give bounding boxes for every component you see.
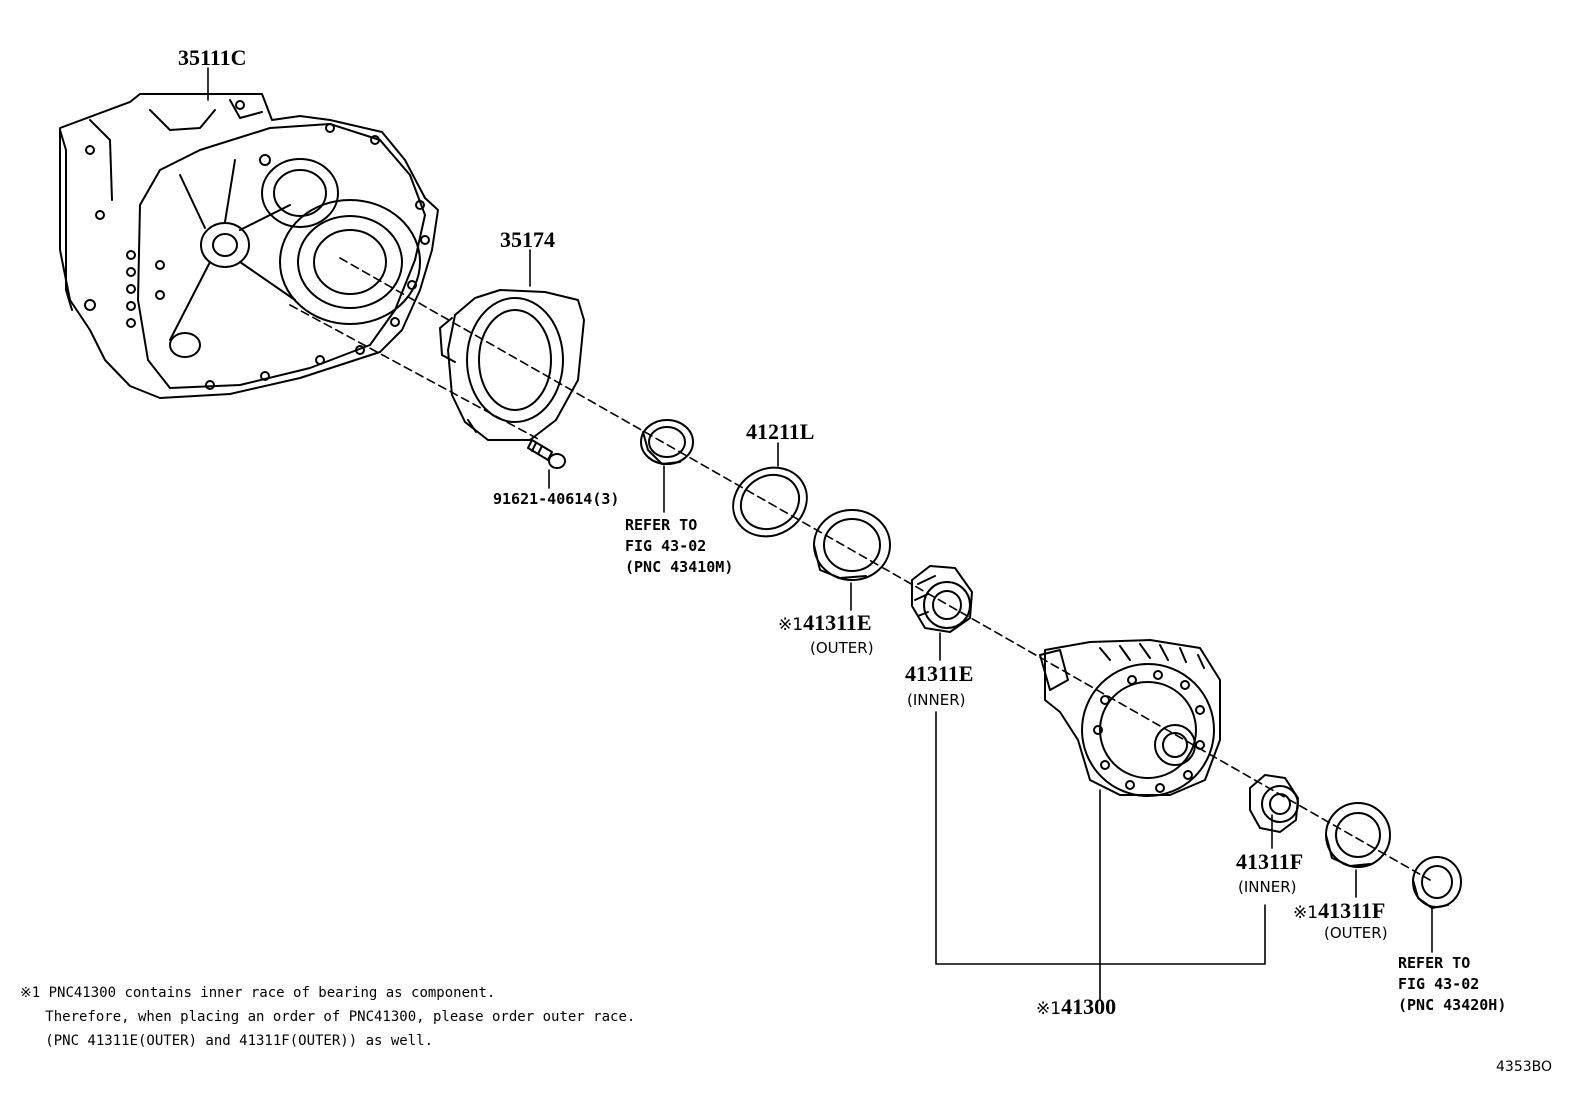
label-outer-race-f-sub: (OUTER) <box>1324 924 1388 942</box>
inner-race-e-icon <box>911 565 973 633</box>
footnote-line-3: (PNC 41311E(OUTER) and 41311F(OUTER)) as… <box>20 1033 434 1049</box>
transaxle-case-icon <box>59 93 439 399</box>
retainer-icon <box>439 289 585 441</box>
label-case: 35111C <box>178 45 247 70</box>
bolt-icon <box>527 439 566 469</box>
marker: ※1 <box>1036 999 1062 1019</box>
leader-lines <box>207 67 1433 1001</box>
oil-seal-left-icon <box>640 419 694 465</box>
marker: ※1 <box>1293 903 1319 923</box>
footnote-line-1: ※1 PNC41300 contains inner race of beari… <box>20 985 496 1001</box>
shim-icon <box>732 466 808 538</box>
label-retainer: 35174 <box>500 227 555 252</box>
ref-seal-right: REFER TO FIG 43-02 (PNC 43420H) <box>1398 954 1507 1014</box>
outer-race-f-icon <box>1325 802 1391 868</box>
oil-seal-right-icon <box>1412 856 1462 909</box>
inner-race-f-icon <box>1249 774 1299 833</box>
outer-race-e-icon <box>813 509 891 581</box>
footnote: ※1 PNC41300 contains inner race of beari… <box>20 981 635 1053</box>
ref-seal-left: REFER TO FIG 43-02 (PNC 43410M) <box>625 516 734 576</box>
label-inner-race-f: 41311F <box>1236 849 1304 874</box>
label-differential: ※141300 <box>1036 994 1117 1019</box>
label-shim: 41211L <box>746 419 815 444</box>
differential-icon <box>1039 639 1221 797</box>
marker: ※1 <box>778 615 804 635</box>
label-inner-race-e: 41311E <box>905 661 974 686</box>
label-outer-race-e: ※141311E <box>778 610 872 635</box>
label-outer-race-e-sub: (OUTER) <box>810 639 874 657</box>
label-bolt: 91621-40614(3) <box>493 490 620 508</box>
label-outer-race-f: ※141311F <box>1293 898 1386 923</box>
label-inner-race-f-sub: (INNER) <box>1238 878 1297 896</box>
label-inner-race-e-sub: (INNER) <box>907 691 966 709</box>
footnote-line-2: Therefore, when placing an order of PNC4… <box>20 1009 636 1025</box>
figure-id: 4353BO <box>1496 1059 1553 1075</box>
